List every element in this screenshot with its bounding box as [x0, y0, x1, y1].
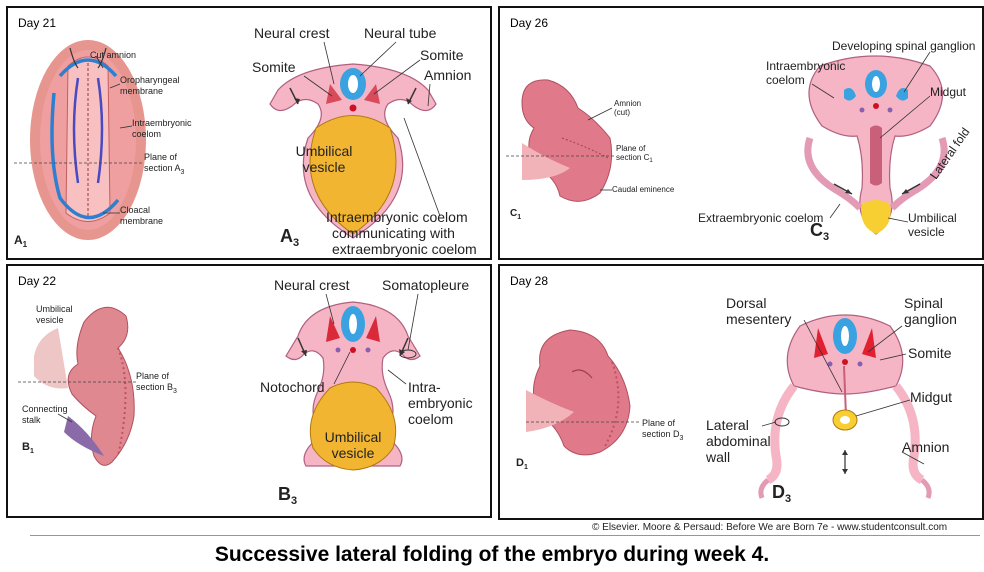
figure-label-d3: D3	[772, 482, 791, 505]
label-midgut-d3: Midgut	[910, 389, 952, 405]
label-caudal-eminence: Caudal eminence	[612, 185, 675, 194]
figure-label-d1: D1	[516, 457, 528, 471]
embryo-d1-illustration	[526, 329, 640, 456]
label-intraembryonic-coelom-c3-2: coelom	[766, 73, 805, 87]
label-neural-tube-a3: Neural tube	[364, 25, 437, 41]
label-dorsal-mesentery-2: mesentery	[726, 311, 791, 327]
label-plane-of-section-d1: Plane of	[642, 418, 676, 428]
label-umbilical-vesicle-a3: Umbilical	[296, 143, 353, 159]
caption-divider	[30, 535, 980, 536]
label-umbilical-vesicle-a3-2: vesicle	[303, 159, 346, 175]
figure-label-c3: C3	[810, 220, 829, 243]
label-umbilical-vesicle-b1-2: vesicle	[36, 315, 64, 325]
day-28-diagram: Plane of section D3 D1 Dorsal mesen	[516, 295, 957, 505]
label-coelom-communicating: Intraembryonic coelom	[326, 209, 468, 225]
day-label: Day 21	[18, 16, 57, 30]
day-label: Day 22	[18, 274, 57, 288]
embryo-c1-illustration	[506, 79, 616, 202]
label-notochord: Notochord	[260, 379, 325, 395]
label-spinal-ganglion-2: ganglion	[904, 311, 957, 327]
label-intraembryonic-coelom-b3-2: embryonic	[408, 395, 473, 411]
panel-day-26: Day 26 Amnion (cut) Plane of section C1 …	[498, 6, 984, 260]
cross-section-a3-illustration	[269, 63, 437, 239]
label-extraembryonic-coelom: Extraembryonic coelom	[698, 211, 823, 225]
day-21-diagram: Cut amnion Oropharyngeal membrane Intrae…	[14, 25, 477, 257]
label-amnion-cut-2: (cut)	[614, 108, 630, 117]
label-intraembryonic-coelom-c3: Intraembryonic	[766, 59, 845, 73]
label-coelom-communicating-3: extraembryonic coelom	[332, 241, 477, 257]
panel-day-22: Day 22 Umbilical vesicle Plane of sectio…	[6, 264, 492, 518]
label-oropharyngeal: Oropharyngeal	[120, 75, 180, 85]
day-22-diagram: Umbilical vesicle Plane of section B3 Co…	[18, 277, 473, 507]
figure-label-a3: A3	[280, 226, 299, 249]
label-umbilical-vesicle-c3: Umbilical	[908, 211, 957, 225]
label-cloacal-membrane: Cloacal	[120, 205, 150, 215]
label-amnion-a3: Amnion	[424, 67, 471, 83]
label-oropharyngeal-2: membrane	[120, 86, 163, 96]
label-intraembryonic-coelom-b3: Intra-	[408, 379, 441, 395]
label-somite-left-a3: Somite	[252, 59, 296, 75]
label-plane-section-c1: section C1	[616, 153, 653, 164]
label-plane-of-section-b1: Plane of	[136, 371, 170, 381]
label-dorsal-mesentery: Dorsal	[726, 295, 766, 311]
label-somite-d3: Somite	[908, 345, 952, 361]
figure-label-b1: B1	[22, 441, 34, 455]
day-label: Day 28	[510, 274, 549, 288]
label-developing-spinal-ganglion: Developing spinal ganglion	[832, 39, 975, 53]
figure-label-c1: C1	[510, 208, 521, 221]
embryo-b1-illustration	[18, 306, 136, 466]
day-26-diagram: Amnion (cut) Plane of section C1 Caudal …	[506, 39, 975, 243]
label-connecting-stalk: Connecting	[22, 404, 68, 414]
label-lateral-fold: Lateral fold	[927, 125, 973, 182]
label-plane-section-d3: section D3	[642, 429, 684, 442]
label-midgut-c3: Midgut	[930, 85, 967, 99]
day-label: Day 26	[510, 16, 549, 30]
label-amnion-d3: Amnion	[902, 439, 949, 455]
label-lateral-abdominal-wall-2: abdominal	[706, 433, 771, 449]
label-spinal-ganglion: Spinal	[904, 295, 943, 311]
cross-section-d3-illustration	[758, 314, 932, 499]
label-umbilical-vesicle-b3: Umbilical	[325, 429, 382, 445]
label-intraembryonic-coelom-b3-3: coelom	[408, 411, 453, 427]
label-neural-crest-b3: Neural crest	[274, 277, 350, 293]
label-umbilical-vesicle-b1: Umbilical	[36, 304, 73, 314]
cross-section-c3-illustration	[804, 55, 948, 235]
embryo-a1-illustration	[14, 40, 146, 240]
label-somite-right-a3: Somite	[420, 47, 464, 63]
label-cloacal-membrane-2: membrane	[120, 216, 163, 226]
label-plane-of-section: Plane of	[144, 152, 178, 162]
label-somatopleure: Somatopleure	[382, 277, 469, 293]
figure-label-b3: B3	[278, 484, 297, 507]
label-umbilical-vesicle-c3-2: vesicle	[908, 225, 945, 239]
label-lateral-abdominal-wall: Lateral	[706, 417, 749, 433]
copyright-credit: © Elsevier. Moore & Persaud: Before We a…	[592, 522, 948, 533]
label-cut-amnion: Cut amnion	[90, 50, 136, 60]
label-intraembryonic-coelom-2: coelom	[132, 129, 161, 139]
label-lateral-abdominal-wall-3: wall	[705, 449, 730, 465]
label-umbilical-vesicle-b3-2: vesicle	[332, 445, 375, 461]
label-plane-of-section-c1: Plane of	[616, 144, 646, 153]
panel-day-28: Day 28 Plane of section D3 D1	[498, 264, 984, 520]
label-plane-section-a3: section A3	[144, 163, 185, 176]
label-neural-crest-a3: Neural crest	[254, 25, 330, 41]
panel-day-21: Day 21 Cut amnion Oropharyngeal membrane…	[6, 6, 492, 260]
label-amnion-cut: Amnion	[614, 99, 641, 108]
label-plane-section-b3: section B3	[136, 382, 177, 395]
label-connecting-stalk-2: stalk	[22, 415, 41, 425]
figure-label-a1: A1	[14, 233, 28, 249]
slide-caption: Successive lateral folding of the embryo…	[214, 543, 770, 566]
cross-section-b3-illustration	[285, 301, 421, 471]
label-coelom-communicating-2: communicating with	[332, 225, 455, 241]
label-intraembryonic-coelom: Intraembryonic	[132, 118, 192, 128]
